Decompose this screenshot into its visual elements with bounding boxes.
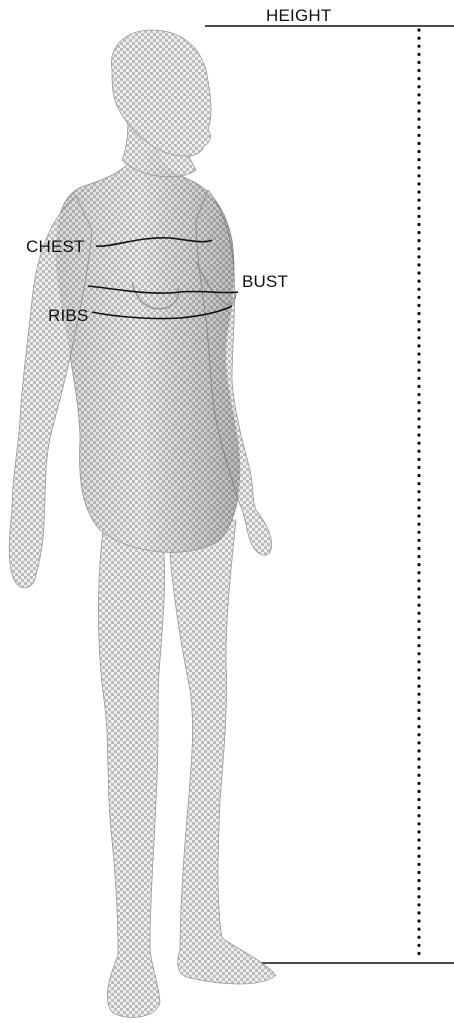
figure-back-leg [98, 500, 164, 1017]
figure-shading [56, 150, 241, 552]
height-label: HEIGHT [266, 6, 331, 25]
chest-label: CHEST [26, 237, 85, 256]
ribs-label: RIBS [48, 306, 88, 325]
figure-head [111, 30, 211, 156]
figure-front-leg [168, 520, 276, 984]
bust-label: BUST [242, 272, 288, 291]
figure [9, 30, 276, 1017]
